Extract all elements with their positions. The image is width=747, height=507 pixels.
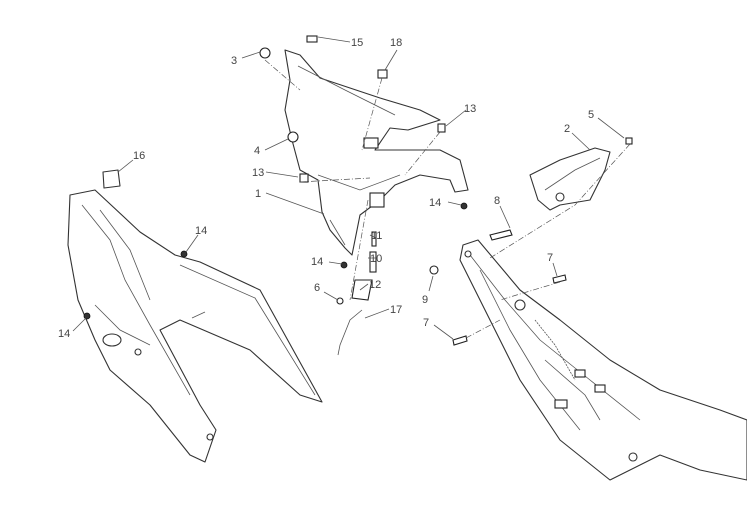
callout-8: 8 xyxy=(494,195,500,207)
callout-14: 14 xyxy=(429,197,441,209)
callout-6: 6 xyxy=(314,282,320,294)
assembly-axes xyxy=(264,59,631,339)
callout-18: 18 xyxy=(390,37,402,49)
callout-15: 15 xyxy=(351,37,363,49)
callout-11: 11 xyxy=(371,230,382,242)
callout-14: 14 xyxy=(311,256,323,268)
callout-7: 7 xyxy=(547,252,553,264)
callout-3: 3 xyxy=(231,55,237,67)
callout-2: 2 xyxy=(564,123,570,135)
rear-subframe xyxy=(459,239,747,481)
callout-1: 1 xyxy=(255,188,261,200)
callout-9: 9 xyxy=(422,294,428,306)
grab-handle-part-2 xyxy=(529,147,611,211)
callout-12: 12 xyxy=(369,279,381,291)
callout-4: 4 xyxy=(254,145,260,157)
callout-14: 14 xyxy=(58,328,70,340)
callout-7: 7 xyxy=(423,317,429,329)
part-16-clip xyxy=(102,169,121,189)
fasteners xyxy=(83,35,633,356)
callout-10: 10 xyxy=(370,253,382,265)
callout-5: 5 xyxy=(588,109,594,121)
callout-labels: 15 18 3 13 2 5 4 16 13 1 14 8 14 11 10 1… xyxy=(58,37,594,340)
callout-13: 13 xyxy=(464,103,476,115)
callout-14: 14 xyxy=(195,225,207,237)
callout-13: 13 xyxy=(252,167,264,179)
leader-lines xyxy=(72,36,625,340)
tail-support-part-1 xyxy=(284,49,469,256)
callout-16: 16 xyxy=(133,150,145,162)
callout-17: 17 xyxy=(390,304,402,316)
